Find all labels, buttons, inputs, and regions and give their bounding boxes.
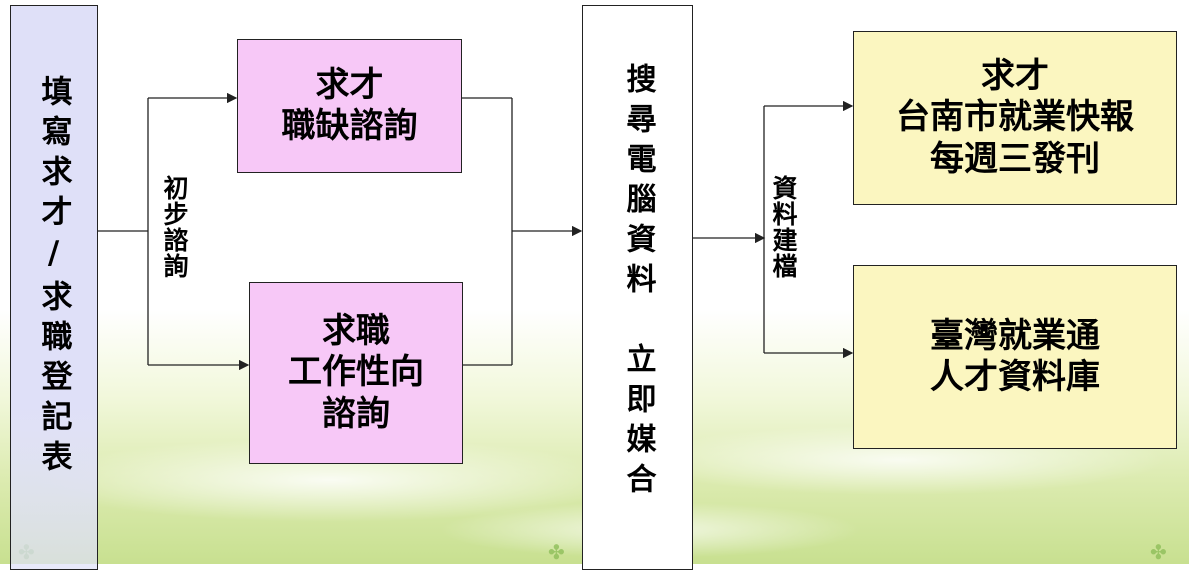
talent-db-line2: 人才資料庫 [930,357,1100,397]
employer-consult-box: 求才 職缺諮詢 [237,39,462,173]
jobs-newsletter-line3: 每週三發刊 [930,138,1100,179]
initial-consult-label: 初步諮詢 [160,175,189,279]
jobseeker-consult-box: 求職 工作性向 諮詢 [249,282,463,464]
clover-decoration: ✤ [548,540,565,564]
search-match-box: 搜尋電腦資料 立即媒合 [582,5,693,570]
employer-consult-line1: 求才 [315,64,384,105]
employer-consult-line2: 職缺諮詢 [281,106,418,146]
jobseeker-consult-line3: 諮詢 [322,393,390,434]
registration-form-label: 填寫求才/求職登記表 [35,75,72,480]
jobs-newsletter-line1: 求才 [981,55,1049,96]
clover-decoration: ✤ [1150,540,1167,564]
jobs-newsletter-line2: 台南市就業快報 [896,97,1134,138]
jobs-newsletter-box: 求才 台南市就業快報 每週三發刊 [853,31,1177,205]
jobseeker-consult-line2: 工作性向 [288,352,424,393]
talent-db-line1: 臺灣就業通 [930,315,1100,356]
jobseeker-consult-line1: 求職 [322,310,390,351]
search-match-label: 搜尋電腦資料 立即媒合 [620,62,656,503]
registration-form-box: 填寫求才/求職登記表 [10,5,98,570]
data-filing-label: 資料建檔 [769,175,798,279]
talent-database-box: 臺灣就業通 人才資料庫 [853,265,1177,449]
